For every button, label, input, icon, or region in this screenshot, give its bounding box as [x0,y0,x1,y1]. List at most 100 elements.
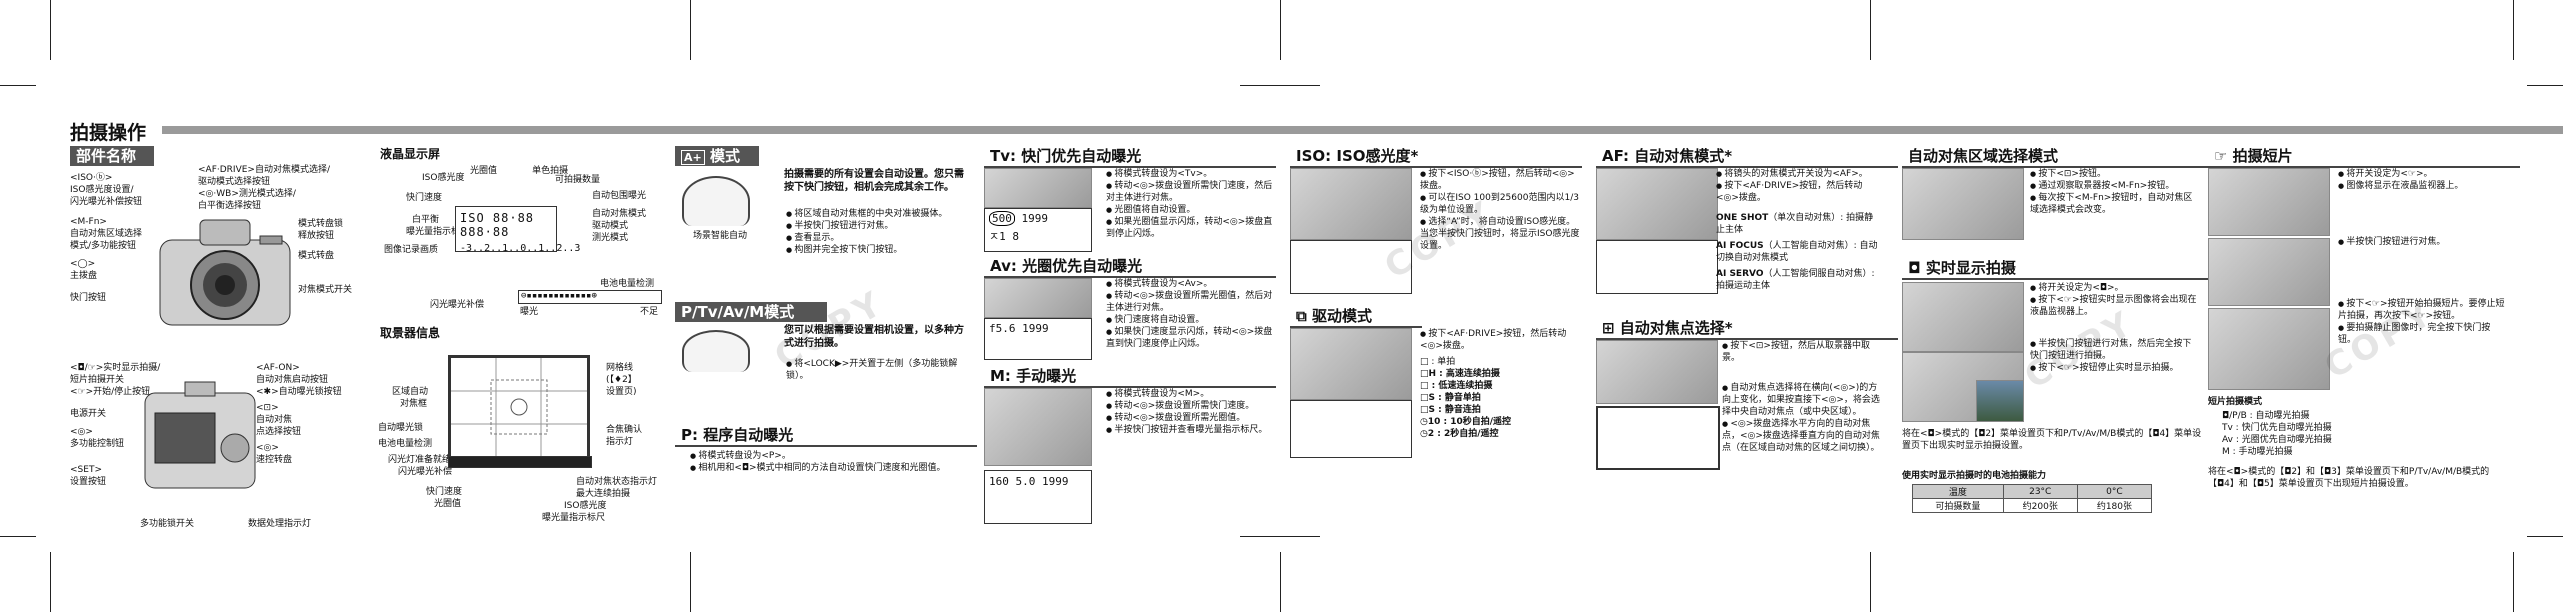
ptvavm-steps: 将<LOCK▶>开关置于左侧（多功能锁解锁）。 [786,358,966,382]
auto-head: A+ 模式 [675,146,759,166]
p-mode-steps: 将模式转盘设为<P>。 相机用和<◘>模式中相同的方法自动设置快门速度和光圈值。 [690,450,970,474]
af-camera-photo [1596,168,1718,240]
iso-steps: 按下<ISO·ⓑ>按钮，然后转动<◎>拨盘。 可以在ISO 100到25600范… [1420,168,1580,252]
auto-dial-label: 场景智能自动 [693,231,748,241]
movie-mode-item: Av : 光圈优先自动曝光拍摄 [2222,435,2332,445]
crop-mark [1240,85,1320,86]
afpoint-camera-photo [1596,340,1718,404]
crop-mark [0,536,36,537]
tv-steps: 将模式转盘设为<Tv>。 转动<◎>拨盘设置所需快门速度，然后对主体进行对焦。 … [1106,168,1276,240]
liveview-note: 将在<◘>模式的【◘2】菜单设置页下和P/Tv/Av/M/B模式的【◘4】菜单设… [1902,429,2202,451]
p-mode-head: P: 程序自动曝光 [675,425,977,447]
drive-mode-item: □ : 单拍 [1420,357,1456,367]
lcd-label: 闪光曝光补偿 [430,300,485,310]
crop-mark [1240,536,1320,537]
crop-mark [0,85,36,86]
parts-top-labels: <AF·DRIVE>自动对焦模式选择/ 驱动模式选择按钮 <◎·WB>测光模式选… [198,165,330,211]
tv-lcd: 500 1999 ㅈ1 8 [984,208,1092,252]
crop-mark [50,552,51,612]
crop-mark [2513,552,2514,612]
movie-icon: ☞ [2214,147,2233,165]
afarea-head: 自动对焦区域选择模式 [1902,146,2214,168]
liveview-camera-photo [1902,282,2024,352]
af-mode-item: AI FOCUS（人工智能自动对焦）: 自动切换自动对焦模式 [1716,241,1878,263]
viewfinder-labels-left: 区域自动 对焦框 自动曝光锁 电池电量检测 闪光灯准备就绪 闪光曝光补偿 快门速… [378,387,463,509]
page-title: 拍摄操作 [70,122,147,144]
drive-camera-photo [1290,328,1412,400]
crop-mark [50,0,51,60]
drive-mode-item: ◷10 : 10秒自拍/遥控 [1420,417,1512,427]
av-lcd: f5.6 1999 [984,318,1092,360]
parts-head: 部件名称 [70,146,154,166]
parts-left-labels: <ISO·ⓑ> ISO感光度设置/ 闪光曝光补偿按钮 <M-Fn> 自动对焦区域… [70,173,143,303]
movie-note: 将在<◘>模式的【◘2】和【◘3】菜单设置页下和P/Tv/Av/M/B模式的【◘… [2208,467,2490,489]
av-camera-photo [984,278,1092,318]
movie-camera-photo [2208,238,2330,306]
crop-mark [1870,552,1871,612]
drive-mode-item: □S : 静音单拍 [1420,393,1481,403]
lcd-scale-label: 不足 [640,307,659,317]
movie-camera-photo [2208,308,2330,390]
parts-rear-left: <◘/☞>实时显示拍摄/ 短片拍摄开关 <☞>开始/停止按钮 电源开关 <◎> … [70,363,161,487]
drive-mode-item: □ : 低速连续拍摄 [1420,381,1493,391]
lcd-labels-right: 自动包围曝光 自动对焦模式 驱动模式 测光模式 [592,191,647,243]
movie-mode-item: M : 手动曝光拍摄 [2222,447,2293,457]
battery-title: 使用实时显示拍摄时的电池拍摄能力 [1902,471,2047,481]
drive-head: ⧉ 驱动模式 [1290,306,1422,328]
parts-right-labels: 模式转盘锁 释放按钮 模式转盘 对焦模式开关 [298,219,353,295]
drive-icon: ⧉ [1296,307,1312,325]
viewfinder-head: 取景器信息 [380,326,441,340]
viewfinder-labels-bottom: 自动对焦状态指示灯 最大连续拍摄 ISO感光度 曝光量指示标尺 [542,477,658,523]
av-steps: 将模式转盘设为<Av>。 转动<◎>拨盘设置所需光圈值，然后对主体进行对焦。 快… [1106,278,1276,350]
liveview-head: ◘ 实时显示拍摄 [1902,258,2214,280]
drive-mode-list: □ : 单拍 □H : 高速连续拍摄 □ : 低速连续拍摄 □S : 静音单拍 … [1420,356,1511,440]
crop-mark [2527,85,2563,86]
live-view-icon: ◘ [1908,259,1926,277]
af-point-icon: ⊞ [1602,319,1620,337]
drive-steps: 按下<AF·DRIVE>按钮，然后转动<◎>拨盘。 [1420,328,1580,352]
m-lcd: 160 5.0 1999 [984,470,1092,524]
tv-head: Tv: 快门优先自动曝光 [984,146,1276,168]
crop-mark [1280,0,1281,60]
scene-auto-icon: A+ [681,150,705,165]
ptvavm-intro: 您可以根据需要设置相机设置，以多种方式进行拍摄。 [784,325,964,349]
lcd-exposure-scale: ⊖▪▪▪▪▪▪▪▪▪▪▪▪⊕ [518,290,662,304]
lcd-display: ISO 88·88 888·88 -3..2..1..0..1..2..3 [455,206,580,254]
afpoint-head: ⊞ 自动对焦点选择* [1596,318,1898,340]
movie-camera-photo [2208,168,2330,236]
av-head: Av: 光圈优先自动曝光 [984,256,1276,278]
page-header: 拍摄操作 [70,122,2563,144]
crop-mark [1870,0,1871,60]
viewfinder-info-strip [448,456,592,468]
drive-mode-item: ◷2 : 2秒自拍/遥控 [1420,429,1499,439]
crop-mark [2513,0,2514,60]
afarea-steps: 按下<⊡>按钮。 通过观察取景器按<M-Fn>按钮。 每次按下<M-Fn>按钮时… [2030,168,2200,216]
crop-mark [690,0,691,60]
movie-head: ☞ 拍摄短片 [2208,146,2520,168]
rear-bottom-label: 数据处理指示灯 [248,519,312,529]
lcd-label: 可拍摄数量 [555,175,601,185]
title-rule [162,126,2563,134]
af-head: AF: 自动对焦模式* [1596,146,1898,168]
camera-rear-illustration [144,381,256,489]
viewfinder-labels-right: 网格线 (【♦2】 设置页) 合焦确认 指示灯 [606,363,643,447]
drive-lcd [1290,400,1412,458]
auto-steps: 将区域自动对焦框的中央对准被摄体。 半按快门按钮进行对焦。 查看显示。 构图并完… [786,208,966,256]
m-steps: 将模式转盘设为<M>。 转动<◎>拨盘设置所需快门速度。 转动<◎>拨盘设置所需… [1106,388,1276,436]
movie-steps: 将开关设定为<☞>。 图像将显示在液晶监视器上。 半按快门按钮进行对焦。 按下<… [2338,168,2508,346]
afpoint-steps: 按下<⊡>按钮，然后从取景器中取景。 自动对焦点选择将在横向(<◎>)的方向上变… [1722,340,1882,454]
iso-lcd [1290,240,1412,294]
crop-mark [690,552,691,612]
movie-mode-item: Tv : 快门优先自动曝光拍摄 [2222,423,2332,433]
af-mode-list: ONE SHOT（单次自动对焦）: 拍摄静止主体 AI FOCUS（人工智能自动… [1716,212,1881,292]
lcd-label: 电池电量检测 [600,279,655,289]
ptvavm-head: P/Tv/Av/M模式 [675,302,827,322]
af-mode-item: AI SERVO（人工智能伺服自动对焦）: 拍摄运动主体 [1716,269,1875,291]
drive-mode-item: □S : 静音连拍 [1420,405,1481,415]
afpoint-viewfinder [1596,406,1720,470]
movie-mode-item: ◘/P/B : 自动曝光拍摄 [2222,411,2310,421]
mode-dial-icon [682,176,750,226]
viewfinder-frame [448,355,590,459]
af-steps: 将镜头的对焦模式开关设为<AF>。 按下<AF·DRIVE>按钮，然后转动<◎>… [1716,168,1881,204]
